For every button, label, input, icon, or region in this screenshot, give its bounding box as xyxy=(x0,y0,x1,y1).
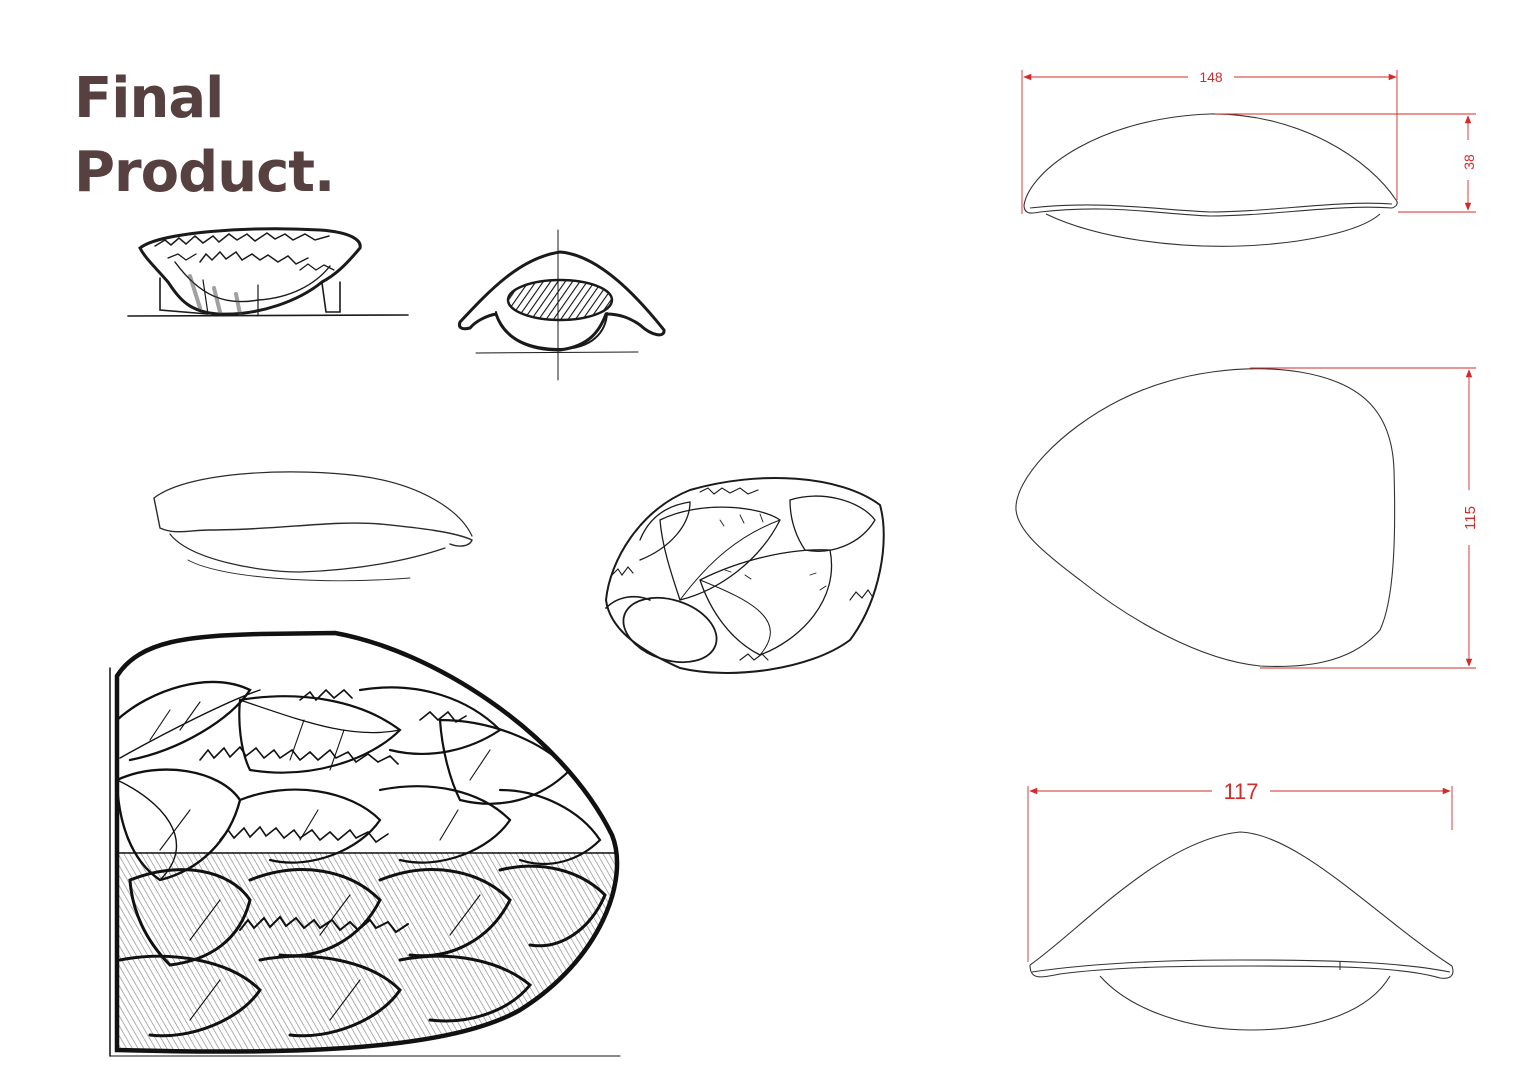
dim-side-height: 38 xyxy=(1461,154,1477,170)
sketch-perspective-dish xyxy=(127,227,409,317)
dim-top-height: 115 xyxy=(1462,506,1479,530)
page-title: Final Product. xyxy=(74,62,335,210)
sketch-leaf-closeup xyxy=(109,630,621,1057)
technical-side-view: 148 38 xyxy=(1021,69,1477,247)
technical-front-view: 117 xyxy=(1027,779,1454,1031)
sketch-leaf-pod xyxy=(604,477,885,674)
sketch-front-view xyxy=(458,229,666,381)
dim-front-width: 117 xyxy=(1223,779,1258,804)
title-line-1: Final xyxy=(74,66,224,131)
dim-side-width: 148 xyxy=(1199,69,1223,85)
title-line-2: Product. xyxy=(74,140,335,205)
technical-top-view: 115 xyxy=(1015,367,1479,669)
sketch-side-outline xyxy=(153,471,473,582)
